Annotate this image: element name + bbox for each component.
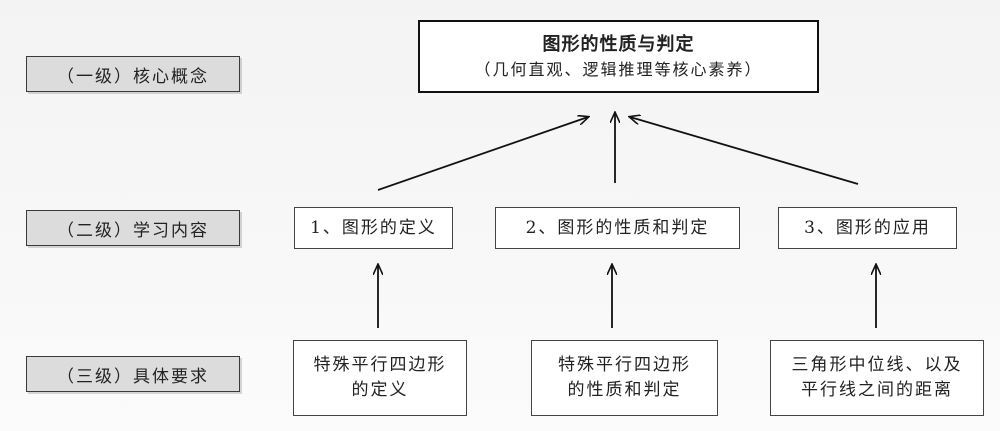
- level-2-label: （二级）学习内容: [26, 210, 240, 246]
- content-box-definition: 1、图形的定义: [294, 207, 453, 249]
- requirement-application-line2: 平行线之间的距离: [801, 380, 953, 400]
- requirement-application-line1: 三角形中位线、以及: [791, 355, 963, 376]
- content-box-properties: 2、图形的性质和判定: [495, 207, 740, 249]
- requirement-definition-line2: 的定义: [351, 380, 409, 400]
- content-box-application: 3、图形的应用: [778, 207, 957, 249]
- core-concept-title: 图形的性质与判定: [542, 33, 695, 55]
- requirement-box-definition: 特殊平行四边形 的定义: [293, 340, 467, 416]
- core-concept-box: 图形的性质与判定 （几何直观、逻辑推理等核心素养）: [418, 20, 819, 93]
- content-label-properties: 2、图形的性质和判定: [525, 217, 710, 238]
- core-concept-subtitle: （几何直观、逻辑推理等核心素养）: [474, 59, 763, 79]
- level-3-label: （三级）具体要求: [26, 356, 240, 392]
- content-label-application: 3、图形的应用: [804, 217, 931, 238]
- requirement-box-application: 三角形中位线、以及 平行线之间的距离: [770, 340, 984, 416]
- requirement-properties-line1: 特殊平行四边形: [558, 355, 691, 376]
- arrow-definition-to-core: [377, 117, 588, 191]
- requirement-definition-line1: 特殊平行四边形: [313, 355, 447, 376]
- requirement-properties-line2: 的性质和判定: [567, 380, 682, 400]
- content-label-definition: 1、图形的定义: [310, 217, 437, 238]
- requirement-box-properties: 特殊平行四边形 的性质和判定: [531, 340, 718, 416]
- level-1-label: （一级）核心概念: [26, 56, 240, 92]
- arrow-application-to-core: [630, 117, 859, 185]
